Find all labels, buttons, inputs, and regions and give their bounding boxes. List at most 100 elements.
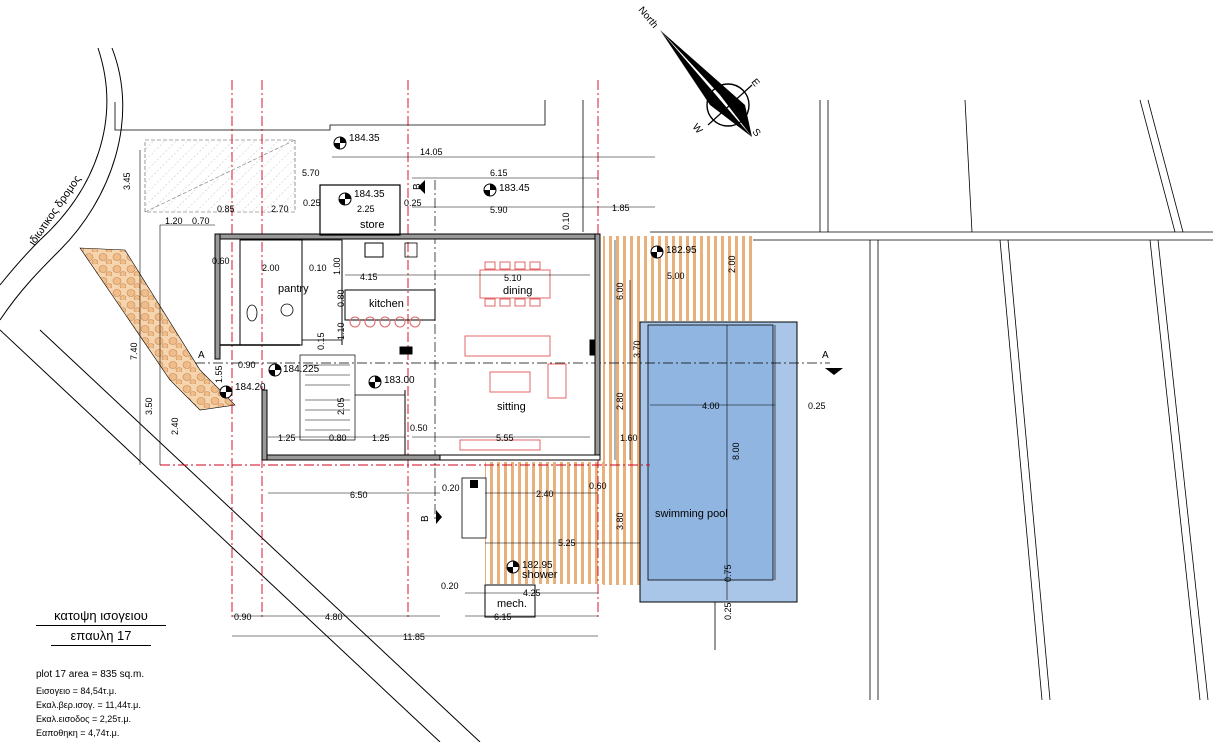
sink — [404, 242, 418, 258]
svg-text:3.50: 3.50 — [144, 397, 154, 415]
road-label: ιδιωτικος δρομος — [27, 173, 84, 247]
plot-boundaries — [114, 99, 1213, 701]
svg-text:0.50: 0.50 — [410, 423, 428, 433]
level-7: 184.20 — [235, 382, 266, 393]
dimension-lines — [139, 150, 775, 637]
svg-text:0.85: 0.85 — [217, 204, 235, 214]
svg-text:2.05: 2.05 — [336, 397, 346, 415]
svg-text:0.25: 0.25 — [303, 198, 321, 208]
svg-text:0.10: 0.10 — [309, 263, 327, 273]
svg-text:1.25: 1.25 — [372, 433, 390, 443]
area-entrance: Εκαλ.εισοδος = 2,25τ.μ. — [36, 714, 132, 724]
room-dining: dining — [503, 285, 532, 297]
svg-text:4.15: 4.15 — [360, 272, 378, 282]
svg-text:4.80: 4.80 — [325, 612, 343, 622]
svg-text:4.25: 4.25 — [523, 588, 541, 598]
svg-text:0.75: 0.75 — [723, 564, 733, 582]
svg-text:0.70: 0.70 — [192, 216, 210, 226]
room-mech: mech. — [497, 598, 527, 610]
svg-text:1.20: 1.20 — [165, 216, 183, 226]
svg-text:3.80: 3.80 — [615, 512, 625, 530]
pool-deck — [603, 236, 753, 321]
svg-text:2.00: 2.00 — [262, 263, 280, 273]
level-2: 184.35 — [354, 189, 385, 200]
svg-text:2.25: 2.25 — [357, 204, 375, 214]
level-1: 184.35 — [349, 133, 380, 144]
compass-north: North — [636, 5, 660, 31]
stairs — [305, 364, 350, 431]
stove — [364, 242, 384, 258]
title-line-1: κατοψη ισογειου — [36, 608, 166, 626]
section-b-top: B — [412, 183, 423, 190]
road-edges — [0, 47, 481, 742]
compass-east: E — [749, 77, 762, 89]
area-veranda: Εκαλ.βερ.ισογ. = 11,44τ.μ. — [36, 700, 141, 710]
svg-text:5.90: 5.90 — [490, 205, 508, 215]
svg-text:0.25: 0.25 — [808, 401, 826, 411]
svg-text:3.45: 3.45 — [122, 172, 132, 190]
section-a-left: A — [198, 350, 205, 361]
svg-text:2.40: 2.40 — [170, 417, 180, 435]
svg-text:1.00: 1.00 — [332, 257, 342, 275]
washbasin — [280, 303, 294, 317]
svg-text:6.15: 6.15 — [494, 612, 512, 622]
svg-text:1.85: 1.85 — [612, 203, 630, 213]
svg-text:1.60: 1.60 — [620, 433, 638, 443]
area-ground-floor: Εισογειο = 84,54τ.μ. — [36, 686, 117, 696]
dimension-labels: 14.05 6.15 5.70 5.90 1.85 3.45 1.20 0.70… — [122, 147, 826, 642]
svg-text:5.00: 5.00 — [667, 271, 685, 281]
room-store: store — [360, 219, 384, 231]
section-a-right: A — [822, 350, 829, 361]
svg-text:0.20: 0.20 — [442, 483, 460, 493]
svg-text:0.60: 0.60 — [589, 481, 607, 491]
pool-inner — [647, 324, 774, 581]
section-a-right-arrow — [825, 368, 843, 375]
svg-text:2.40: 2.40 — [536, 489, 554, 499]
room-pool: swimming pool — [655, 508, 728, 520]
svg-text:0.60: 0.60 — [212, 256, 230, 266]
svg-text:3.70: 3.70 — [632, 340, 642, 358]
level-marks — [219, 136, 664, 574]
dining-table — [479, 261, 551, 307]
svg-text:5.10: 5.10 — [504, 273, 522, 283]
svg-text:5.25: 5.25 — [558, 538, 576, 548]
room-pantry: pantry — [278, 283, 309, 295]
title-line-2: επαυλη 17 — [51, 626, 151, 646]
svg-text:14.05: 14.05 — [420, 147, 443, 157]
sofa — [459, 335, 567, 451]
svg-text:11.85: 11.85 — [403, 632, 425, 642]
svg-text:8.00: 8.00 — [731, 442, 741, 460]
room-sitting: sitting — [497, 401, 526, 413]
stone-path — [79, 247, 236, 411]
area-storage: Εαποθηκη = 4,74τ.μ. — [36, 728, 120, 738]
svg-text:5.55: 5.55 — [496, 433, 514, 443]
svg-text:0.20: 0.20 — [441, 581, 459, 591]
svg-text:0.10: 0.10 — [561, 212, 571, 230]
mech-room — [484, 584, 536, 618]
svg-text:1.25: 1.25 — [278, 433, 296, 443]
compass-icon — [660, 30, 753, 137]
section-b-top-arrow — [418, 180, 425, 194]
wc — [246, 304, 258, 322]
svg-text:0.25: 0.25 — [723, 602, 733, 620]
svg-text:7.40: 7.40 — [129, 342, 139, 360]
svg-text:2.70: 2.70 — [271, 204, 289, 214]
kitchen-counter — [344, 289, 436, 328]
room-shower: shower — [522, 569, 558, 581]
svg-text:1.10: 1.10 — [336, 322, 346, 340]
compass-south: S — [750, 127, 763, 139]
level-5: 183.00 — [384, 375, 415, 386]
room-kitchen: kitchen — [369, 298, 404, 310]
area-schedule: plot 17 area = 835 sq.m. Εισογειο = 84,5… — [36, 668, 144, 740]
drawing-title: κατοψη ισογειου επαυλη 17 — [36, 608, 166, 646]
compass-west: W — [690, 122, 705, 137]
svg-text:6.50: 6.50 — [350, 490, 368, 500]
svg-text:2.80: 2.80 — [615, 392, 625, 410]
level-4: 182.95 — [666, 245, 697, 256]
svg-text:0.90: 0.90 — [238, 360, 256, 370]
svg-text:0.25: 0.25 — [404, 198, 422, 208]
svg-text:0.90: 0.90 — [234, 612, 252, 622]
svg-text:0.80: 0.80 — [336, 289, 346, 307]
area-plot: plot 17 area = 835 sq.m. — [36, 669, 145, 680]
